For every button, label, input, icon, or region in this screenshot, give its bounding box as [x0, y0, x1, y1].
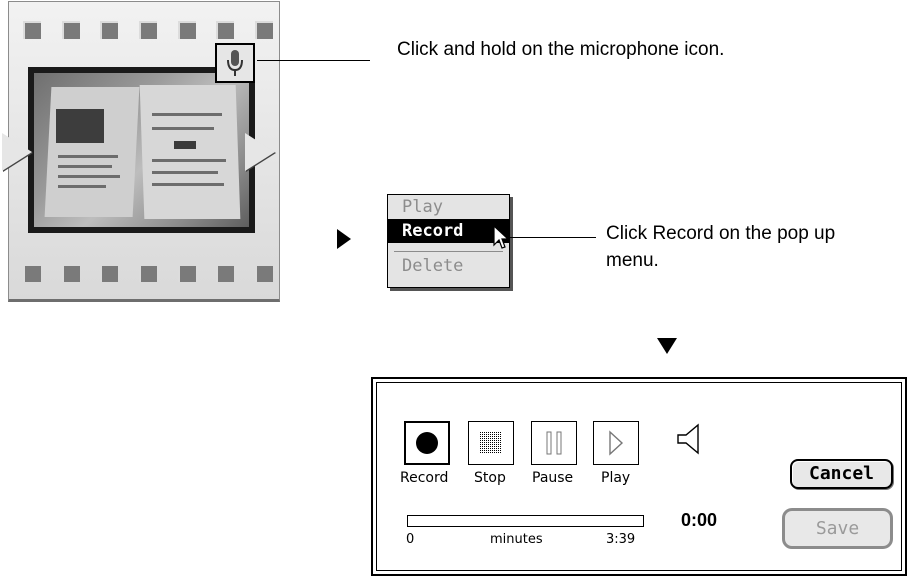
record-label: Record: [400, 470, 449, 486]
popup-menu: Play Record Delete: [387, 194, 510, 288]
instruction-step2-line1: Click Record on the pop up: [606, 223, 836, 244]
pause-button[interactable]: [531, 421, 577, 465]
menu-separator: [394, 251, 503, 252]
progress-start-label: 0: [406, 532, 415, 547]
sprocket: [23, 21, 41, 39]
step-arrow-down-icon: [657, 338, 677, 354]
sprocket: [138, 264, 157, 282]
sprocket: [216, 264, 235, 282]
record-button[interactable]: [404, 421, 450, 465]
sprocket: [254, 264, 273, 282]
elapsed-time: 0:00: [681, 510, 718, 530]
cancel-button[interactable]: Cancel: [790, 459, 893, 489]
stop-button[interactable]: [468, 421, 514, 465]
sprocket: [61, 21, 80, 39]
callout-line-mic: [257, 60, 370, 61]
sprocket: [254, 21, 273, 39]
sprocket: [138, 21, 157, 39]
play-label: Play: [601, 470, 631, 486]
sprocket: [23, 264, 41, 282]
sprocket: [100, 21, 119, 39]
sprocket: [61, 264, 80, 282]
progress-end-label: 3:39: [606, 532, 636, 547]
right-arrow-icon[interactable]: [245, 133, 275, 171]
photo-thumbnail[interactable]: [34, 73, 249, 227]
save-button[interactable]: Save: [782, 508, 893, 549]
callout-line-record: [510, 237, 596, 238]
record-icon: [416, 432, 438, 454]
play-icon: [609, 430, 624, 456]
record-dialog: Record Stop Pause Play 0: [371, 377, 907, 576]
sprocket: [216, 21, 235, 39]
microphone-icon[interactable]: [215, 43, 255, 83]
step-arrow-right-icon: [337, 229, 351, 249]
pause-label: Pause: [532, 470, 574, 486]
instruction-step2-line2: menu.: [606, 250, 659, 271]
instruction-step1: Click and hold on the microphone icon.: [397, 39, 725, 60]
stop-icon: [480, 432, 502, 454]
sprocket: [177, 21, 196, 39]
menu-item-record[interactable]: Record: [388, 219, 509, 243]
sprocket: [100, 264, 119, 282]
play-button[interactable]: [593, 421, 639, 465]
arrow-cursor-icon: [493, 224, 510, 256]
sprocket-row-bottom: [23, 264, 273, 282]
menu-item-delete[interactable]: Delete: [402, 256, 464, 276]
speaker-icon: [676, 423, 700, 460]
left-arrow-icon[interactable]: [2, 133, 32, 171]
sprocket: [177, 264, 196, 282]
stop-label: Stop: [474, 470, 506, 486]
photo-frame: [28, 67, 255, 233]
sprocket-row-top: [23, 21, 273, 39]
menu-item-play[interactable]: Play: [402, 197, 443, 217]
dialog-inner-border: Record Stop Pause Play 0: [376, 382, 902, 571]
record-progress-bar: [407, 515, 644, 527]
progress-unit-label: minutes: [490, 532, 543, 547]
pause-icon: [546, 431, 562, 455]
